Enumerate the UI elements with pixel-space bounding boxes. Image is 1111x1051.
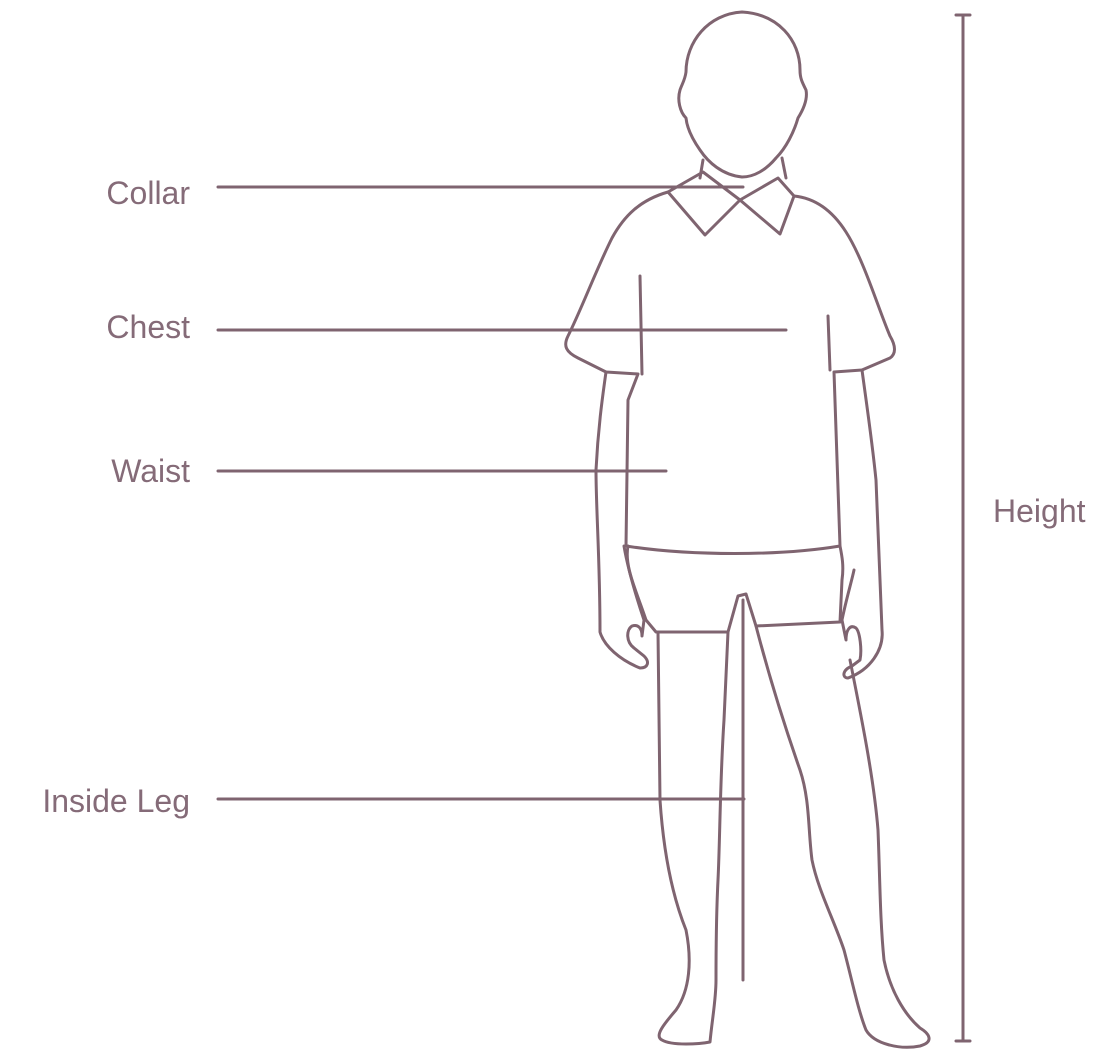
left-arm	[596, 372, 647, 668]
right-leg	[756, 626, 929, 1047]
left-leg	[658, 632, 728, 1044]
height-label: Height	[993, 491, 1086, 531]
shorts	[627, 546, 843, 632]
sleeve-seams	[640, 276, 830, 374]
height-measure-bar	[956, 15, 970, 1041]
shirt	[566, 192, 895, 554]
head	[679, 12, 807, 177]
child-figure-outline	[566, 12, 929, 1047]
inside-leg-label: Inside Leg	[0, 781, 190, 821]
collar-label: Collar	[0, 173, 190, 213]
collar-shape	[668, 172, 794, 235]
right-arm	[842, 370, 882, 678]
chest-label: Chest	[0, 307, 190, 347]
waist-label: Waist	[0, 451, 190, 491]
